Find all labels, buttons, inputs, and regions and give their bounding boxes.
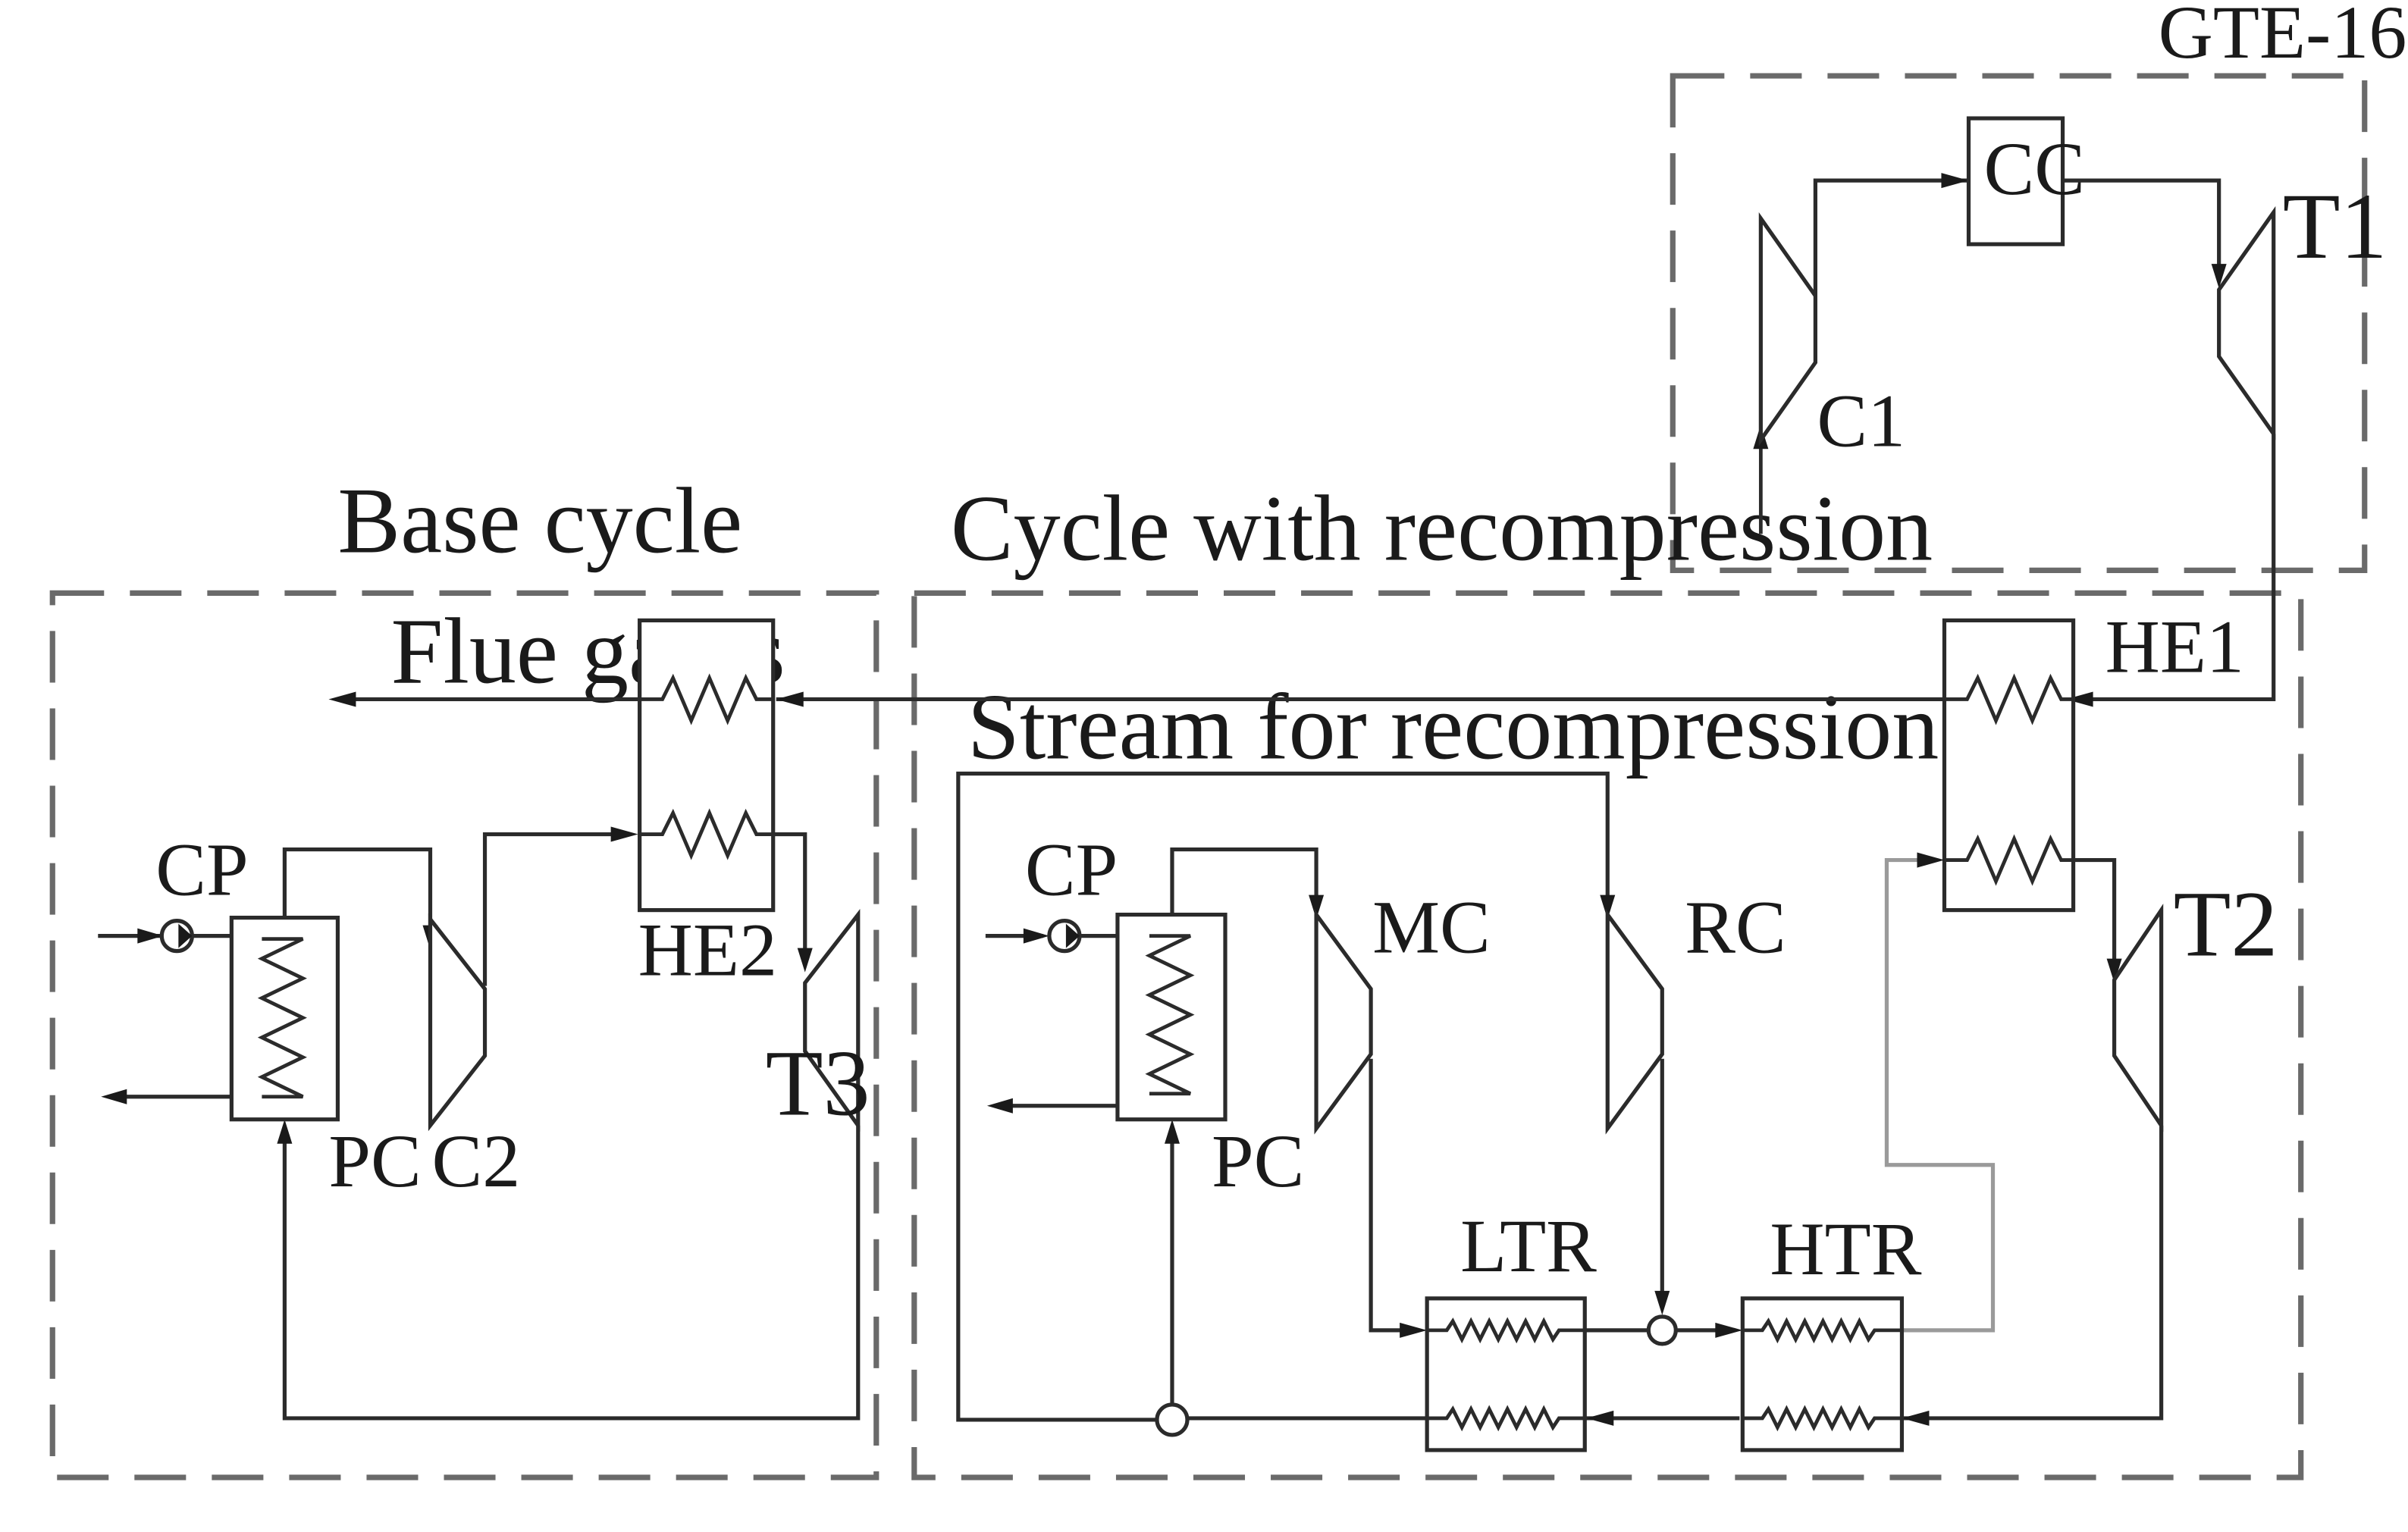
turbine-t1 [2217, 205, 2276, 440]
htr-to-he1-line [1884, 857, 1996, 1333]
base-cycle-title: Base cycle [337, 468, 742, 572]
heat-exchanger-he1 [1942, 618, 2076, 913]
cc-label: CC [1984, 127, 2085, 211]
combustion-chamber-cc [1966, 116, 2065, 246]
mixer-node [1646, 1314, 1678, 1346]
turbine-t2 [2112, 904, 2164, 1133]
gte-160-boundary [1670, 73, 2368, 573]
cp-recomp-label: CP [1025, 828, 1118, 912]
mc-label: MC [1372, 885, 1491, 970]
recompression-cycle-boundary [911, 590, 2304, 1480]
c1-label: C1 [1817, 378, 1905, 462]
circulation-pump-cp-base [159, 918, 194, 954]
low-temperature-recuperator-ltr [1425, 1296, 1587, 1452]
high-temperature-recuperator-htr [1740, 1296, 1905, 1452]
recompression-cycle-title: Cycle with recompression [951, 475, 1933, 580]
base-cycle-boundary [49, 590, 879, 1480]
base-cycle-piping [98, 826, 861, 1421]
pc-recomp-label: PC [1212, 1119, 1304, 1203]
he2-label: HE2 [638, 908, 777, 992]
recompression-cycle-piping [956, 771, 2164, 1426]
ltr-label: LTR [1460, 1204, 1597, 1288]
c2-label: C2 [431, 1119, 520, 1203]
turbine-t3 [803, 909, 861, 1132]
cp-base-label: CP [155, 828, 248, 912]
stream-for-recompression-label: Stream for recompression [967, 674, 1939, 779]
precooler-pc-base [229, 915, 340, 1122]
main-compressor-mc [1314, 908, 1373, 1135]
circulation-pump-cp-recomp [1047, 918, 1082, 954]
htr-label: HTR [1770, 1207, 1921, 1291]
t3-label: T3 [766, 1031, 870, 1136]
rc-label: RC [1685, 885, 1786, 970]
gte-160-title: GTE-160 [2159, 0, 2408, 74]
compressor-c1 [1758, 211, 1818, 446]
gte-160-unit: CC C1 T1 [1753, 116, 2388, 534]
he1-label: HE1 [2105, 604, 2244, 688]
heat-exchanger-he2 [638, 618, 776, 913]
splitter-node [1155, 1402, 1190, 1437]
compressor-c2 [428, 913, 488, 1132]
t1-label: T1 [2283, 174, 2388, 278]
recompressor-rc [1605, 908, 1664, 1135]
t2-label: T2 [2174, 872, 2278, 976]
pc-base-label: PC [328, 1119, 421, 1203]
precooler-pc-recomp [1115, 912, 1228, 1122]
